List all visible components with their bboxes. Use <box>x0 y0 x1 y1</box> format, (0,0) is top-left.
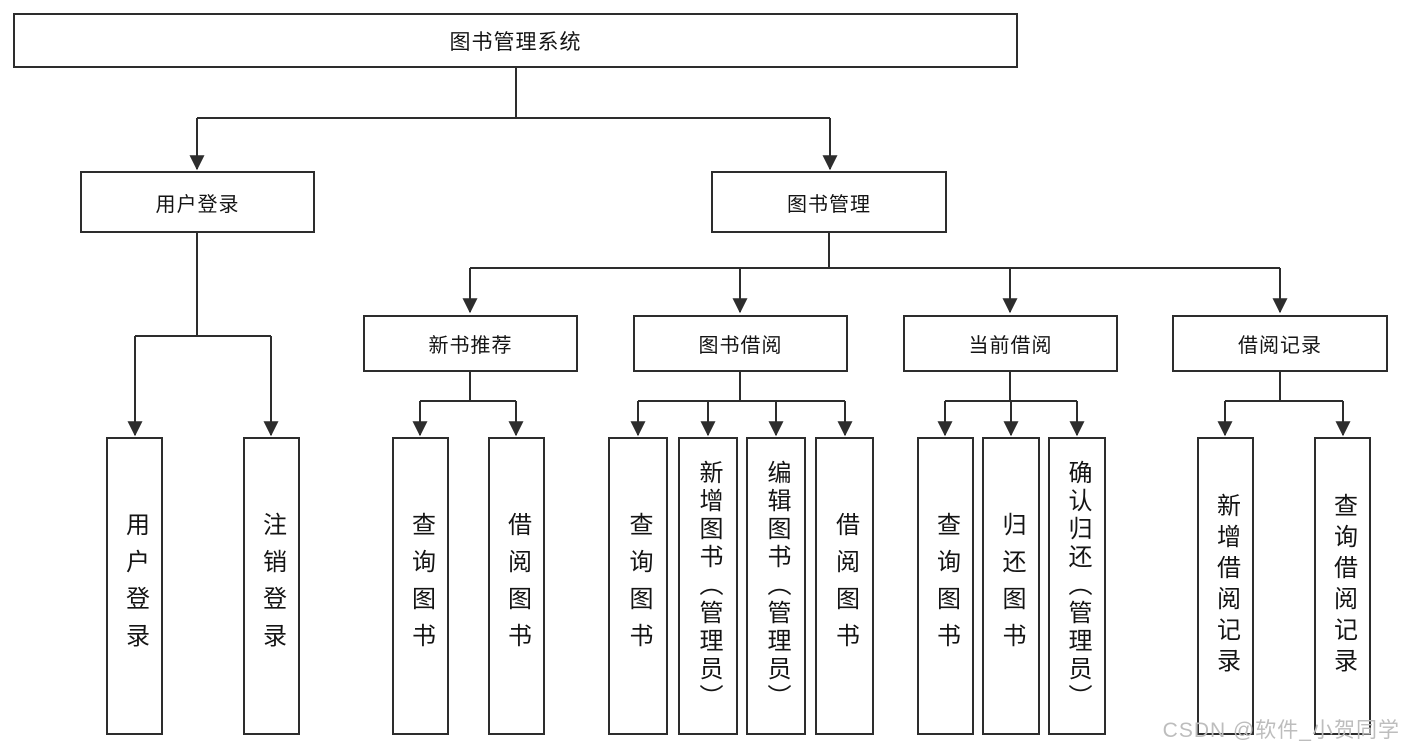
leaf-borrow-books-2: 借阅图书 <box>815 437 874 735</box>
leaf-query-books-2-label: 查询图书 <box>625 512 652 660</box>
leaf-query-borrow-record: 查询借阅记录 <box>1314 437 1371 735</box>
node-current-borrowing-label: 当前借阅 <box>968 335 1053 357</box>
leaf-query-books-3: 查询图书 <box>917 437 974 735</box>
node-book-management: 图书管理 <box>711 171 947 233</box>
leaf-borrow-books-2-label: 借阅图书 <box>831 512 859 660</box>
leaf-add-books-admin: 新增图书（管理员） <box>678 437 738 735</box>
leaf-confirm-return-admin-label: 确认归还（管理员） <box>1064 460 1091 712</box>
leaf-query-books-2: 查询图书 <box>608 437 668 735</box>
leaf-user-login-label: 用户登录 <box>121 512 149 660</box>
leaf-query-books-1: 查询图书 <box>392 437 449 735</box>
leaf-query-books-1-label: 查询图书 <box>407 512 435 660</box>
node-root: 图书管理系统 <box>13 13 1018 68</box>
leaf-logout: 注销登录 <box>243 437 300 735</box>
leaf-borrow-books-1-label: 借阅图书 <box>503 512 531 660</box>
leaf-add-borrow-record: 新增借阅记录 <box>1197 437 1254 735</box>
leaf-query-books-3-label: 查询图书 <box>932 512 960 660</box>
node-book-borrowing: 图书借阅 <box>633 315 848 372</box>
leaf-return-books-label: 归还图书 <box>998 512 1025 660</box>
leaf-logout-label: 注销登录 <box>258 512 286 660</box>
leaf-borrow-books-1: 借阅图书 <box>488 437 545 735</box>
leaf-return-books: 归还图书 <box>982 437 1040 735</box>
node-borrowing-records-label: 借阅记录 <box>1238 335 1322 357</box>
node-user-login: 用户登录 <box>80 171 315 233</box>
leaf-confirm-return-admin: 确认归还（管理员） <box>1048 437 1106 735</box>
node-book-borrowing-label: 图书借阅 <box>698 335 783 357</box>
leaf-edit-books-admin-label: 编辑图书（管理员） <box>763 460 790 712</box>
leaf-user-login: 用户登录 <box>106 437 163 735</box>
watermark: CSDN @软件_小贺同学 <box>1162 719 1400 742</box>
leaf-add-borrow-record-label: 新增借阅记录 <box>1212 493 1240 679</box>
node-root-label: 图书管理系统 <box>449 30 582 54</box>
node-current-borrowing: 当前借阅 <box>903 315 1118 372</box>
leaf-edit-books-admin: 编辑图书（管理员） <box>746 437 806 735</box>
leaf-add-books-admin-label: 新增图书（管理员） <box>695 460 722 712</box>
node-borrowing-records: 借阅记录 <box>1172 315 1388 372</box>
node-book-management-label: 图书管理 <box>787 193 871 216</box>
node-user-login-label: 用户登录 <box>155 193 240 216</box>
node-new-book-recommendation: 新书推荐 <box>363 315 578 372</box>
node-new-book-recommendation-label: 新书推荐 <box>428 335 513 357</box>
leaf-query-borrow-record-label: 查询借阅记录 <box>1329 493 1357 679</box>
